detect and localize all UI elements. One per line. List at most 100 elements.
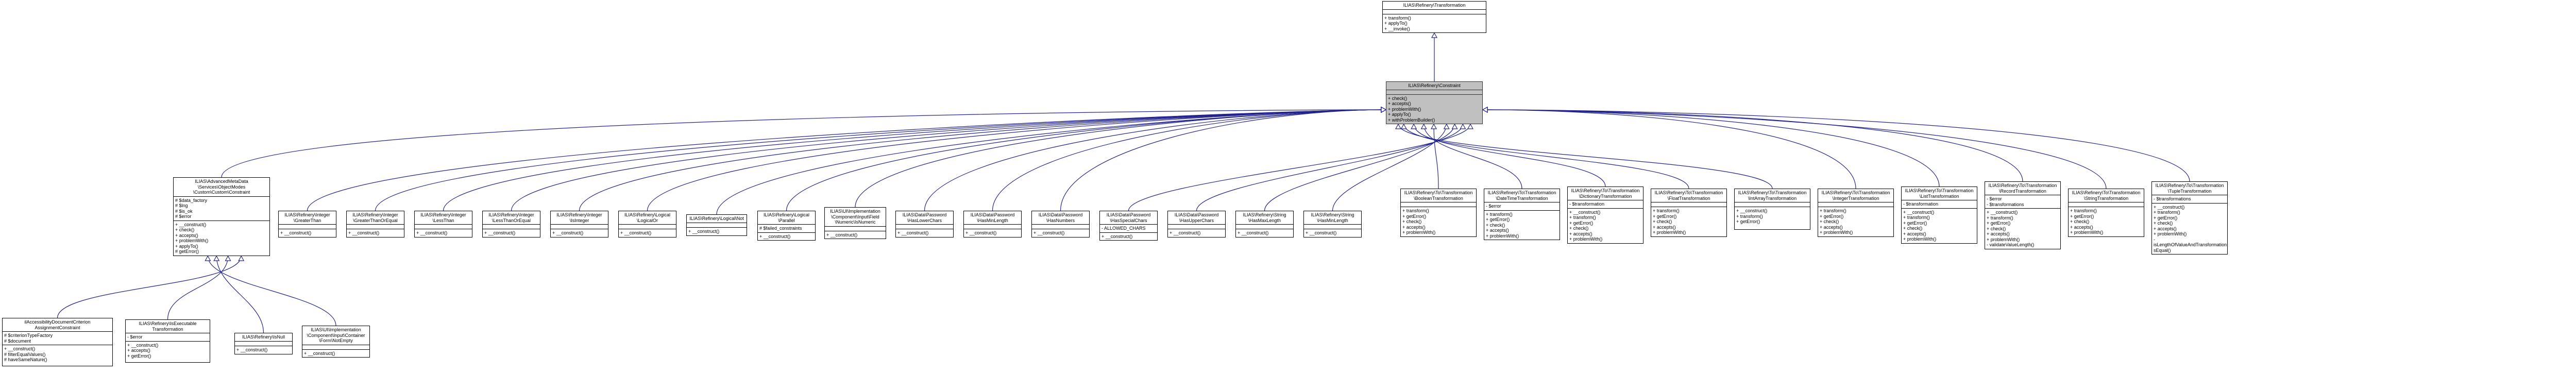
edge-pw-hasnumbers-to-constraint xyxy=(1060,109,1386,211)
edge-il-access-doc-criterion-to-amd-custom-constraint xyxy=(57,256,242,318)
class-operations: + __construct() + transform() + getError… xyxy=(1987,210,2035,247)
class-box-to-datetime[interactable]: ILIAS\Refinery\To\Transformation \DateTi… xyxy=(1484,189,1560,240)
class-operations: + __construct() xyxy=(759,233,791,239)
class-box-pw-hasupperchars[interactable]: ILIAS\Data\Password \HasUpperChars+ __co… xyxy=(1167,211,1226,238)
class-attributes: # $data_factory # $lng # $is_ok # $error xyxy=(174,197,269,221)
class-attributes xyxy=(1651,202,1726,207)
class-box-int-greaterthanorequal[interactable]: ILIAS\Refinery\Integer \GreaterThanOrEqu… xyxy=(346,211,404,238)
class-operations: + __construct() xyxy=(552,230,584,235)
class-box-refinery-isexecutable[interactable]: ILIAS\Refinery\IsExecutable Transformati… xyxy=(125,319,210,363)
class-operations: + __construct() xyxy=(416,230,448,235)
class-operations: + transform() + getError() + check() + a… xyxy=(1486,211,1519,239)
class-attributes xyxy=(1401,202,1476,207)
arrowhead xyxy=(1420,123,1427,129)
class-attributes xyxy=(1386,90,1482,95)
class-operations: + transform() + getError() + check() + a… xyxy=(2070,208,2104,235)
class-title: ILIAS\Refinery\To\Transformation \String… xyxy=(2069,189,2144,202)
class-box-pw-hasnumbers[interactable]: ILIAS\Data\Password \HasNumbers + __const… xyxy=(1031,211,1090,238)
class-attributes xyxy=(302,345,369,350)
class-box-constraint[interactable]: ILIAS\Refinery\Constraint+ check() + acc… xyxy=(1386,81,1483,124)
class-title: ILIAS\Data\Password \HasMinLength xyxy=(964,211,1021,225)
class-box-to-float[interactable]: ILIAS\Refinery\To\Transformation \FloatT… xyxy=(1651,189,1727,237)
class-operations: + __construct() xyxy=(348,230,380,235)
class-title: ILIAS\Refinery\To\Transformation \Boolea… xyxy=(1401,189,1476,202)
class-attributes xyxy=(964,225,1021,229)
class-attributes xyxy=(415,225,472,229)
class-box-to-dictionary[interactable]: ILIAS\Refinery\To\Transformation \Dictio… xyxy=(1567,186,1643,244)
class-title: ILIAS\Refinery\To\Transformation \Intege… xyxy=(1818,189,1893,202)
class-box-pw-hasspecialchars[interactable]: ILIAS\Data\Password \HasSpecialChars- AL… xyxy=(1099,211,1158,241)
class-box-str-hasminlength[interactable]: ILIAS\Refinery\String \HasMinLength+ __c… xyxy=(1303,211,1362,238)
class-box-int-lessthan[interactable]: ILIAS\Refinery\Integer \LessThan + __cons… xyxy=(414,211,472,238)
arrowhead xyxy=(1482,106,1488,113)
class-box-logical-logicalor[interactable]: ILIAS\Refinery\Logical \LogicalOr+ __con… xyxy=(618,211,676,238)
class-box-int-greaterthan[interactable]: ILIAS\Refinery\Integer \GreaterThan+ __c… xyxy=(278,211,336,238)
class-title: ILIAS\Refinery\To\Transformation \Record… xyxy=(1985,182,2060,195)
arrowhead xyxy=(1381,106,1387,113)
class-box-int-lessthanorequal[interactable]: ILIAS\Refinery\Integer \LessThanOrEqual+… xyxy=(482,211,540,238)
class-title: ILIAS\Refinery\String \HasMaxLength xyxy=(1236,211,1293,225)
class-box-to-listtransformation[interactable]: ILIAS\Refinery\To\Transformation \ListTr… xyxy=(1901,186,1977,244)
class-box-pw-hasminlength[interactable]: ILIAS\Data\Password \HasMinLength + __con… xyxy=(963,211,1022,238)
class-box-transformation[interactable]: ILIAS\Refinery\Transformation + transform… xyxy=(1382,1,1486,33)
edge-to-intarray-to-constraint xyxy=(1398,124,1773,189)
class-box-to-stringtransformation[interactable]: ILIAS\Refinery\To\Transformation \String… xyxy=(2068,189,2144,237)
class-title: ILIAS\Refinery\To\Transformation \Dictio… xyxy=(1568,187,1643,200)
class-operations: + __construct() xyxy=(1033,230,1065,235)
class-box-to-integer[interactable]: ILIAS\Refinery\To\Transformation \Intege… xyxy=(1818,189,1894,237)
class-box-il-access-doc-criterion[interactable]: ilAccessibilityDocumentCriterion Assignm… xyxy=(2,318,113,366)
class-box-to-recordtransformation[interactable]: ILIAS\Refinery\To\Transformation \Record… xyxy=(1985,181,2061,249)
class-attributes: - ALLOWED_CHARS xyxy=(1100,225,1157,233)
class-box-ui-numeric-isnumeric[interactable]: ILIAS\UI\Implementation \Component\Input… xyxy=(824,207,886,239)
class-box-logical-parallel[interactable]: ILIAS\Refinery\Logical \Parallel# $faile… xyxy=(757,211,816,241)
class-attributes xyxy=(2069,202,2144,207)
edge-to-listtransformation-to-constraint xyxy=(1482,109,1940,187)
class-box-to-intarray[interactable]: ILIAS\Refinery\To\Transformation \IntArr… xyxy=(1734,189,1810,230)
class-title: ILIAS\Data\Password \HasNumbers xyxy=(1032,211,1089,225)
class-operations: + __construct() xyxy=(826,232,858,238)
edge-logical-parallel-to-constraint xyxy=(786,109,1386,211)
class-title: ILIAS\Data\Password \HasSpecialChars xyxy=(1100,211,1157,225)
arrowhead xyxy=(1431,123,1437,129)
class-box-pw-haslowerchars[interactable]: ILIAS\Data\Password \HasLowerChars+ __co… xyxy=(895,211,954,238)
arrowhead xyxy=(1482,106,1488,113)
arrowhead xyxy=(1451,123,1458,129)
edge-int-greaterthan-to-constraint xyxy=(307,109,1386,211)
class-title: ILIAS\Refinery\Integer \GreaterThan xyxy=(279,211,336,225)
class-operations: + __construct() xyxy=(484,230,516,235)
class-operations: + __construct() + accepts() + getError() xyxy=(127,342,159,359)
class-box-int-isinteger[interactable]: ILIAS\Refinery\Integer \IsInteger + __con… xyxy=(550,211,608,238)
arrowhead xyxy=(1411,123,1417,129)
class-box-to-tupletransformation[interactable]: ILIAS\Refinery\To\Transformation \TupleT… xyxy=(2151,181,2228,255)
arrowhead xyxy=(1381,106,1387,113)
class-title: ILIAS\Refinery\IsExecutable Transformati… xyxy=(126,320,210,333)
class-operations: + transform() + applyTo() + __invoke() xyxy=(1384,15,1411,31)
class-box-to-boolean[interactable]: ILIAS\Refinery\To\Transformation \Boolea… xyxy=(1400,189,1477,237)
class-box-ui-form-notempty[interactable]: ILIAS\UI\Implementation \Component\Input… xyxy=(302,326,370,358)
edge-ui-numeric-isnumeric-to-constraint xyxy=(855,109,1386,208)
class-attributes: - $transformation xyxy=(1568,200,1643,209)
arrowhead xyxy=(1381,106,1387,113)
class-attributes xyxy=(1818,202,1893,207)
class-attributes xyxy=(825,227,886,231)
class-box-refinery-isnull[interactable]: ILIAS\Refinery\IsNull+ __construct() xyxy=(234,333,293,354)
class-operations: + __construct() xyxy=(965,230,997,235)
class-title: ILIAS\Refinery\Logical \LogicalOr xyxy=(619,211,676,225)
class-operations: + transform() + getError() + check() + a… xyxy=(1653,208,1686,235)
edge-to-dictionary-to-constraint xyxy=(1413,124,1606,187)
edge-to-boolean-to-constraint xyxy=(1433,124,1439,189)
edge-to-recordtransformation-to-constraint xyxy=(1482,109,2023,182)
arrowhead xyxy=(1443,123,1450,129)
class-title: ILIAS\Refinery\Integer \LessThan xyxy=(415,211,472,225)
class-operations: + __construct() xyxy=(1101,233,1133,239)
class-box-str-hasmaxlength[interactable]: ILIAS\Refinery\String \HasMaxLength+ __c… xyxy=(1235,211,1294,238)
arrowhead xyxy=(1482,106,1488,113)
class-box-amd-custom-constraint[interactable]: ILIAS\AdvancedMetaData \Services\ObjectM… xyxy=(173,177,270,256)
class-title: ILIAS\Data\Password \HasLowerChars xyxy=(896,211,953,225)
class-title: ILIAS\Refinery\Transformation xyxy=(1383,2,1486,10)
arrowhead xyxy=(1381,106,1387,113)
class-box-logical-not[interactable]: ILIAS\Refinery\Logical\Not+ __construct(… xyxy=(686,214,747,236)
arrowhead xyxy=(1381,106,1387,113)
class-title: ILIAS\Refinery\Integer \IsInteger xyxy=(551,211,608,225)
class-operations: + __construct() + transform() + getError… xyxy=(1736,208,1768,224)
